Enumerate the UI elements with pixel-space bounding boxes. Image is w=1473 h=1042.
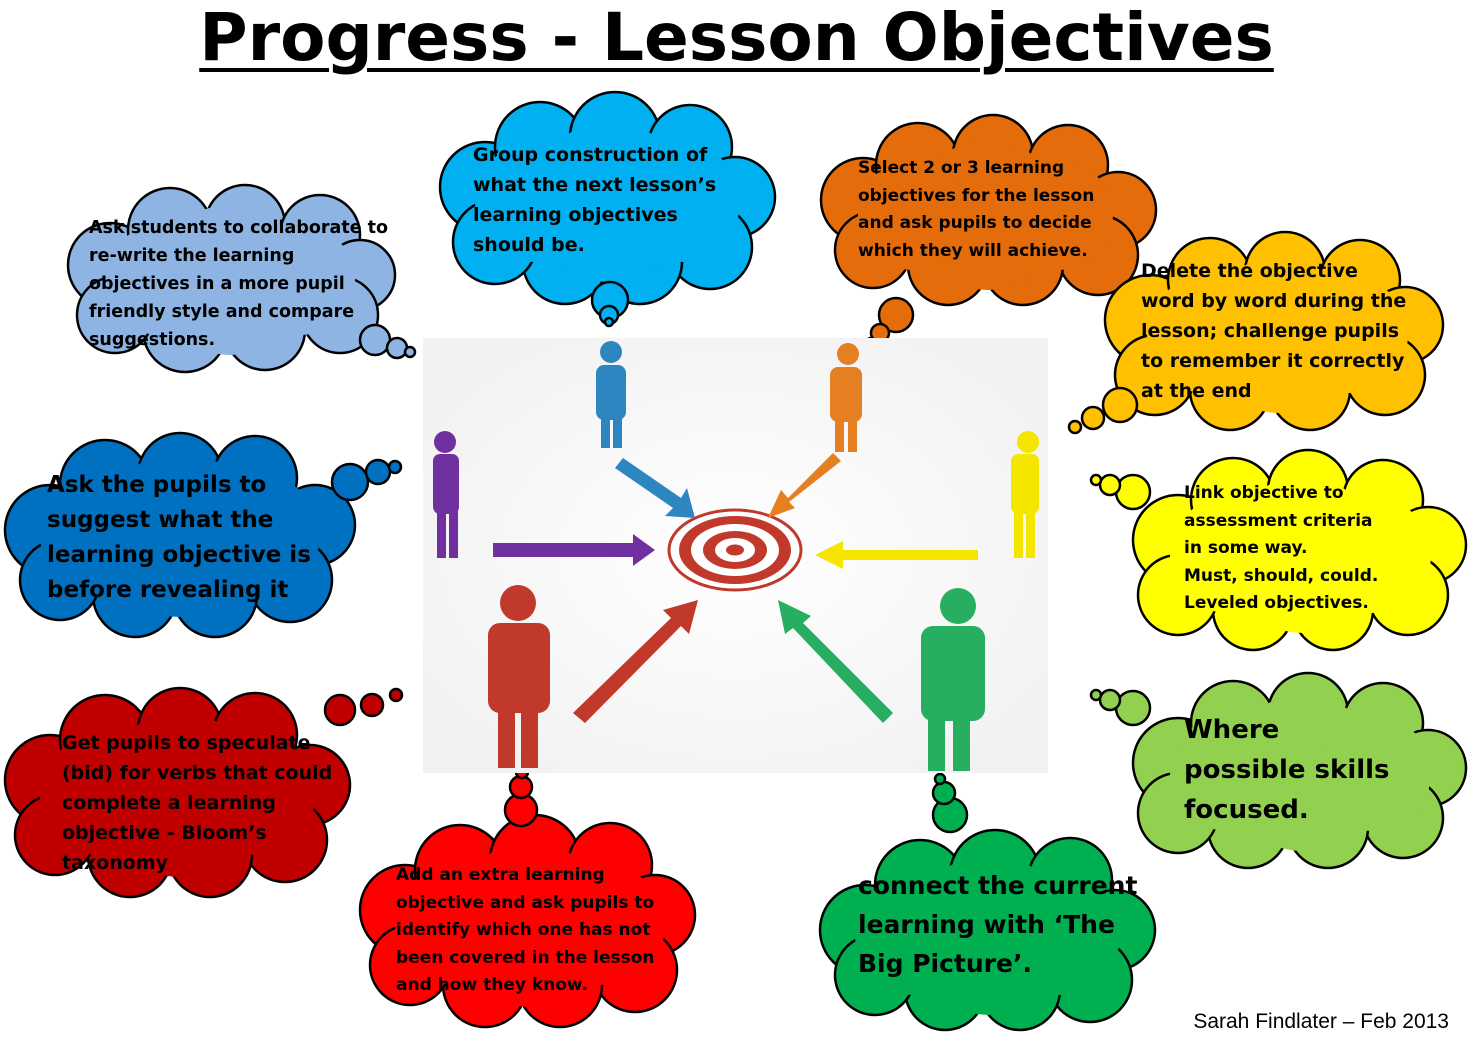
cloud-amber xyxy=(1067,230,1445,435)
cloud-cyan-text: Group construction of what the next less… xyxy=(473,144,717,256)
figure-orange-icon xyxy=(830,343,862,452)
cloud-light-green-text: Where possible skills focused. xyxy=(1184,715,1390,825)
cloud-blue-text: Ask the pupils to suggest what the learn… xyxy=(47,472,311,603)
cloud-dark-orange-text: Select 2 or 3 learning objectives for th… xyxy=(858,158,1095,261)
author-credit: Sarah Findlater – Feb 2013 xyxy=(1193,1010,1449,1033)
cloud-amber-text: Delete the objective word by word during… xyxy=(1141,260,1407,402)
target-icon xyxy=(667,508,803,592)
target-figures-image xyxy=(423,338,1048,773)
cloud-cyan xyxy=(438,90,777,328)
figure-green-icon xyxy=(921,588,985,771)
cloud-green-text: connect the current learning with ‘The B… xyxy=(858,871,1138,978)
cloud-yellow xyxy=(1089,448,1468,652)
cloud-dark-red-text: Get pupils to speculate (bid) for verbs … xyxy=(62,732,333,874)
cloud-red-text: Add an extra learning objective and ask … xyxy=(396,865,655,995)
figure-purple-icon xyxy=(433,431,459,558)
cloud-yellow-text: Link objective to assessment criteria in… xyxy=(1184,483,1379,613)
figure-yellow-icon xyxy=(1011,431,1039,558)
page-title: Progress - Lesson Objectives xyxy=(0,0,1473,76)
cloud-dark-red xyxy=(3,686,404,899)
page-title-text: Progress - Lesson Objectives xyxy=(199,0,1274,76)
figure-red-icon xyxy=(488,585,550,768)
figure-blue-icon xyxy=(596,341,626,448)
cloud-dark-orange xyxy=(819,113,1158,350)
cloud-red xyxy=(358,764,697,1029)
cloud-light-blue xyxy=(66,183,417,374)
cloud-light-green xyxy=(1089,671,1468,870)
cloud-blue xyxy=(3,431,403,639)
arrows-icon xyxy=(493,453,978,723)
cloud-light-blue-text: Ask students to collaborate to re-write … xyxy=(89,218,389,350)
cloud-green xyxy=(818,772,1157,1032)
